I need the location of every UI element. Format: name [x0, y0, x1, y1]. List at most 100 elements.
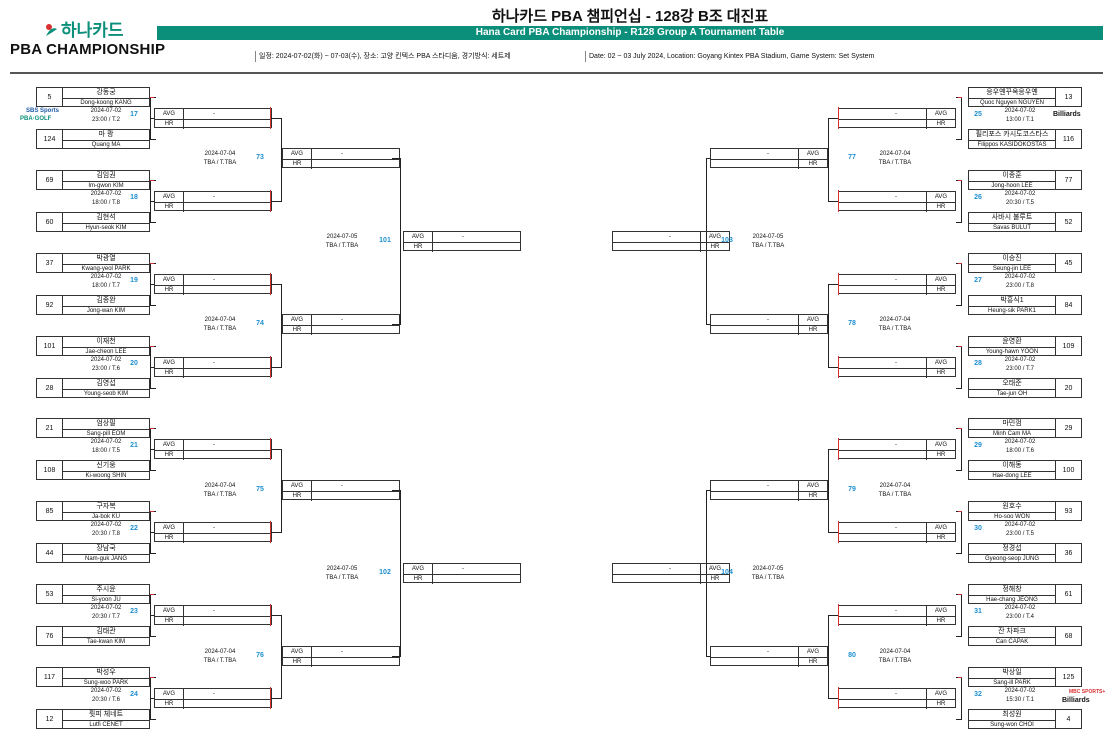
- seed-number: 12: [36, 709, 63, 729]
- match-time-table: TBA / T.TBA: [878, 492, 912, 498]
- match-time-table: TBA / T.TBA: [203, 492, 237, 498]
- score-box: AVG-HR: [612, 231, 730, 252]
- connector: [392, 490, 401, 491]
- match-time-table: TBA / T.TBA: [751, 575, 785, 581]
- avg-value: -: [767, 317, 769, 323]
- player-name-korean: 필리포스 카시도코스타스: [969, 130, 1055, 141]
- connector: [961, 263, 962, 306]
- match-number: 26: [974, 194, 982, 201]
- pba-championship-logo: PBA CHAMPIONSHIP: [10, 41, 166, 58]
- connector: [961, 511, 962, 554]
- connector-red: [270, 107, 271, 129]
- score-box: AVG-HR: [154, 439, 272, 460]
- player-name-english: Quoc Nguyen NGUYEN: [979, 100, 1045, 106]
- connector-red: [270, 521, 271, 543]
- avg-value: -: [213, 194, 215, 200]
- avg-row: AVG-: [711, 149, 827, 160]
- connector-red: [958, 180, 962, 181]
- avg-value: -: [895, 194, 897, 200]
- connector: [828, 284, 838, 285]
- score-box: AVG-HR: [154, 522, 272, 543]
- hr-row: HR: [283, 657, 399, 667]
- seed-number: 116: [1055, 129, 1082, 149]
- connector: [828, 698, 838, 699]
- match-date: 2024-07-05: [752, 566, 784, 572]
- seed-number: 108: [36, 460, 63, 480]
- match-date: 2024-07-02: [90, 605, 122, 611]
- hana-card-logo: 하나카드: [44, 16, 164, 40]
- seed-number: 13: [1055, 87, 1082, 107]
- match-number: 103: [721, 237, 733, 244]
- match-date: 2024-07-04: [204, 151, 236, 157]
- connector: [956, 222, 962, 223]
- avg-row: AVG-: [711, 481, 827, 492]
- score-box: AVG-HR: [154, 605, 272, 626]
- hr-row: HR: [839, 616, 955, 626]
- hr-row: HR: [839, 202, 955, 212]
- hr-label: HR: [155, 119, 184, 129]
- match-number: 32: [974, 691, 982, 698]
- seed-number: 84: [1055, 295, 1082, 315]
- connector-red: [150, 346, 154, 347]
- match-number: 31: [974, 608, 982, 615]
- seed-number: 5: [36, 87, 63, 107]
- match-date: 2024-07-02: [90, 191, 122, 197]
- connector: [150, 636, 156, 637]
- match-number: 73: [256, 154, 264, 161]
- match-date: 2024-07-02: [1004, 191, 1036, 197]
- avg-row: AVG-: [711, 315, 827, 326]
- connector: [271, 201, 281, 202]
- avg-value: -: [462, 234, 464, 240]
- hr-row: HR: [155, 616, 271, 626]
- hr-row: HR: [155, 119, 271, 129]
- player-name-korean: 사바시 불루트: [969, 213, 1055, 224]
- hr-label: HR: [283, 159, 312, 169]
- match-date: 2024-07-04: [879, 151, 911, 157]
- avg-label: AVG: [926, 192, 955, 202]
- hr-label: HR: [404, 574, 433, 584]
- avg-value: -: [669, 234, 671, 240]
- seed-number: 76: [36, 626, 63, 646]
- match-number: 25: [974, 111, 982, 118]
- hr-label: HR: [926, 699, 955, 709]
- connector-red: [838, 356, 839, 378]
- player-name-english: Heung-sik PARK1: [988, 308, 1036, 314]
- hana-leaf-icon: [46, 24, 57, 36]
- match-number: 23: [130, 608, 138, 615]
- avg-value: -: [895, 608, 897, 614]
- hr-row: HR: [613, 242, 729, 252]
- connector-red: [958, 263, 962, 264]
- avg-row: AVG-: [839, 606, 955, 617]
- connector-red: [958, 594, 962, 595]
- hr-row: HR: [711, 159, 827, 169]
- hr-label: HR: [155, 285, 184, 295]
- connector: [271, 284, 281, 285]
- hr-row: HR: [839, 699, 955, 709]
- avg-row: AVG-: [839, 358, 955, 369]
- match-time-table: 18:00 / T.5: [92, 448, 120, 454]
- match-time-table: TBA / T.TBA: [878, 326, 912, 332]
- connector-red: [958, 511, 962, 512]
- avg-row: AVG-: [404, 564, 520, 575]
- player-name-korean: 주시윤: [63, 585, 149, 596]
- seed-number: 109: [1055, 336, 1082, 356]
- avg-label: AVG: [155, 523, 184, 533]
- player-name-english: Quang MA: [91, 142, 121, 148]
- player-name-english: Ja-bok KU: [91, 514, 120, 520]
- score-box: AVG-HR: [710, 646, 828, 667]
- seed-number: 36: [1055, 543, 1082, 563]
- page-title-korean: 하나카드 PBA 챔피언십 - 128강 B조 대진표: [491, 8, 769, 25]
- score-box: AVG - HR: [838, 191, 956, 212]
- hr-label: HR: [926, 616, 955, 626]
- avg-row: AVG-: [155, 440, 271, 451]
- connector: [150, 698, 154, 699]
- score-box: AVG-HR: [154, 191, 272, 212]
